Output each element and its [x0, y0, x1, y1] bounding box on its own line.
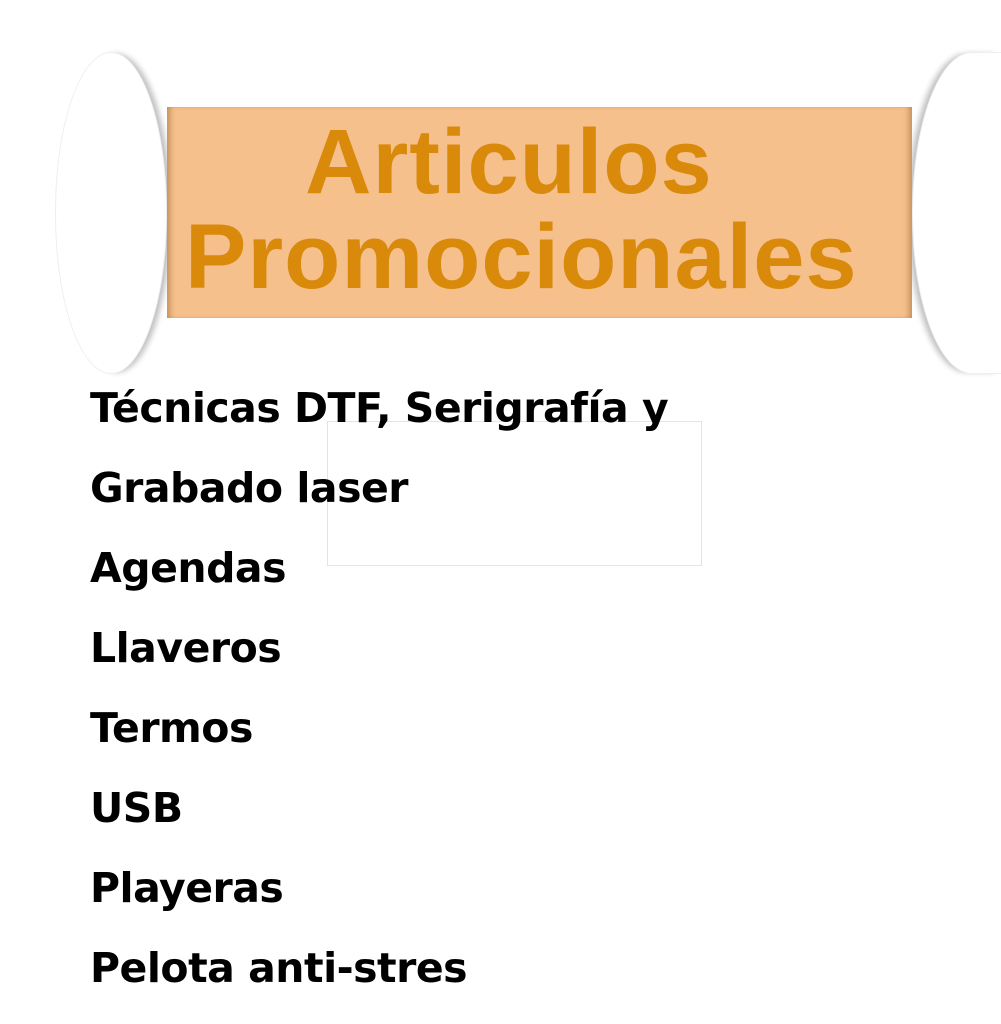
list-item: Pelota anti-stres	[90, 944, 468, 992]
title-banner	[167, 107, 912, 318]
list-item: Llaveros	[90, 624, 282, 672]
list-item: Termos	[90, 704, 253, 752]
list-item: Agendas	[90, 544, 287, 592]
empty-frame	[327, 421, 702, 566]
scroll-left-end	[55, 52, 167, 374]
list-item: Playeras	[90, 864, 284, 912]
list-item: Grabado laser	[90, 464, 409, 512]
scroll-right-end	[912, 52, 1001, 374]
title-line-2: Promocionales	[185, 206, 858, 308]
list-item: Técnicas DTF, Serigrafía y	[90, 384, 669, 432]
title-line-1: Articulos	[305, 111, 713, 213]
list-item: USB	[90, 784, 183, 832]
